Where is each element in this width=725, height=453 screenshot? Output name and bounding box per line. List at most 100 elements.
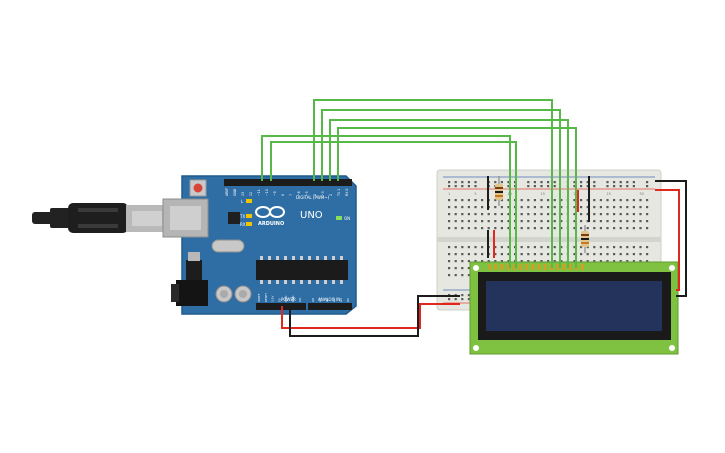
breadboard-hole xyxy=(454,253,457,256)
breadboard-hole xyxy=(593,206,596,209)
breadboard-hole xyxy=(494,206,497,209)
breadboard-hole xyxy=(580,199,583,202)
analog-pin-label: A5 xyxy=(346,298,350,302)
breadboard-hole xyxy=(481,213,484,216)
breadboard-hole xyxy=(606,199,609,202)
breadboard-hole xyxy=(580,246,583,249)
breadboard-hole xyxy=(626,227,629,230)
breadboard-hole xyxy=(461,199,464,202)
power-pin-label: 3.3V xyxy=(271,296,275,302)
breadboard-hole xyxy=(586,253,589,256)
resistor xyxy=(581,225,589,253)
analog-pin-label: A3 xyxy=(332,298,336,302)
breadboard-hole xyxy=(593,181,596,184)
breadboard-hole xyxy=(646,199,649,202)
breadboard-hole xyxy=(626,253,629,256)
breadboard-hole xyxy=(646,246,649,249)
breadboard-hole xyxy=(593,227,596,230)
lcd-pin xyxy=(568,264,572,270)
breadboard-hole xyxy=(507,260,510,263)
power-pin-label: IOREF xyxy=(257,293,261,302)
breadboard-hole xyxy=(606,253,609,256)
breadboard-hole xyxy=(448,213,451,216)
breadboard-hole xyxy=(474,185,477,188)
breadboard-hole xyxy=(632,260,635,263)
breadboard-hole xyxy=(560,227,563,230)
breadboard-hole xyxy=(573,213,576,216)
breadboard-hole xyxy=(481,206,484,209)
breadboard-hole xyxy=(547,227,550,230)
analog-pin-label: A0 xyxy=(311,298,315,302)
breadboard-column-label: 25 xyxy=(606,192,610,196)
breadboard-hole xyxy=(606,227,609,230)
breadboard-hole xyxy=(606,206,609,209)
led-on xyxy=(336,216,342,220)
breadboard-hole xyxy=(481,227,484,230)
breadboard-hole xyxy=(632,246,635,249)
breadboard-hole xyxy=(454,267,457,270)
arduino-board: ARDUINO UNO DIGITAL (PWM~) POWER ANALOG … xyxy=(162,175,357,315)
breadboard-hole xyxy=(540,220,543,223)
breadboard-hole xyxy=(494,181,497,184)
breadboard-hole xyxy=(639,199,642,202)
breadboard-hole xyxy=(560,260,563,263)
breadboard-hole xyxy=(613,220,616,223)
breadboard-hole xyxy=(454,181,457,184)
led-tx xyxy=(246,214,252,218)
breadboard-hole xyxy=(467,185,470,188)
digital-pin-label: ~9 xyxy=(273,191,277,196)
breadboard-hole xyxy=(646,227,649,230)
breadboard-hole xyxy=(461,213,464,216)
breadboard-hole xyxy=(586,206,589,209)
breadboard-hole xyxy=(613,181,616,184)
breadboard-hole xyxy=(580,260,583,263)
breadboard-hole xyxy=(448,274,451,277)
breadboard-hole xyxy=(500,227,503,230)
lcd-pin xyxy=(500,264,504,270)
breadboard-hole xyxy=(494,213,497,216)
breadboard-hole xyxy=(461,246,464,249)
breadboard-hole xyxy=(547,220,550,223)
digital-pin-label: ~6 xyxy=(297,191,301,196)
breadboard-hole xyxy=(553,213,556,216)
lcd-pin xyxy=(562,264,566,270)
lcd-pin xyxy=(519,264,522,270)
voltage-regulator xyxy=(186,260,202,280)
breadboard-hole xyxy=(467,274,470,277)
breadboard-hole xyxy=(520,220,523,223)
breadboard-hole xyxy=(461,220,464,223)
breadboard-hole xyxy=(573,246,576,249)
dc-jack xyxy=(176,280,208,306)
breadboard-hole xyxy=(533,260,536,263)
breadboard-hole xyxy=(474,260,477,263)
breadboard-hole xyxy=(553,260,556,263)
breadboard-hole xyxy=(547,253,550,256)
breadboard-hole xyxy=(454,213,457,216)
breadboard-hole xyxy=(461,185,464,188)
breadboard-hole xyxy=(646,181,649,184)
breadboard-hole xyxy=(593,220,596,223)
digital-pin-label: TX 1 xyxy=(337,189,341,197)
breadboard-hole xyxy=(580,206,583,209)
breadboard-hole xyxy=(626,185,629,188)
jumper-wires xyxy=(487,176,590,258)
breadboard-hole xyxy=(540,253,543,256)
breadboard-hole xyxy=(606,181,609,184)
power-label: POWER xyxy=(281,297,296,302)
breadboard-hole xyxy=(560,213,563,216)
breadboard-hole xyxy=(520,227,523,230)
breadboard-hole xyxy=(613,185,616,188)
breadboard-hole xyxy=(540,185,543,188)
rx-label: RX xyxy=(240,222,246,227)
breadboard-hole xyxy=(599,213,602,216)
breadboard-hole xyxy=(599,246,602,249)
led-l xyxy=(246,199,252,203)
breadboard-hole xyxy=(467,253,470,256)
breadboard-column-label: 1 xyxy=(448,192,450,196)
digital-pin-label: 8 xyxy=(281,194,285,196)
breadboard-hole xyxy=(448,227,451,230)
lcd-pin xyxy=(581,264,584,270)
breadboard-hole xyxy=(580,185,583,188)
breadboard-hole xyxy=(599,206,602,209)
